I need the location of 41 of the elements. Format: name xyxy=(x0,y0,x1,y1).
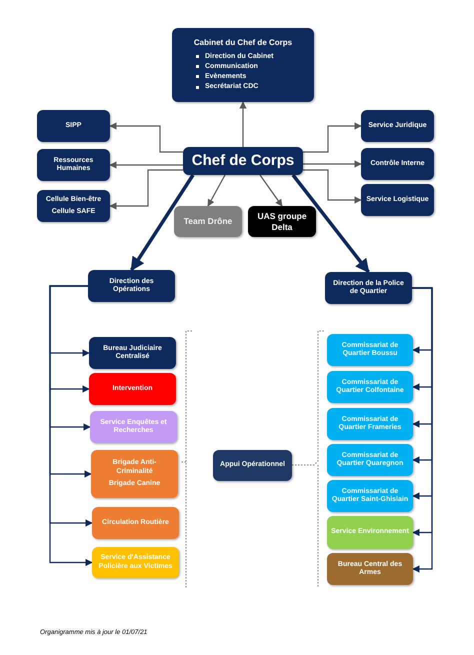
org-box xyxy=(327,408,413,440)
org-box xyxy=(172,28,314,102)
org-box xyxy=(327,480,413,512)
org-box xyxy=(90,411,177,443)
box-label: Chef de Corps xyxy=(192,152,294,170)
org-box xyxy=(174,206,242,237)
org-box xyxy=(361,184,434,216)
org-box xyxy=(361,148,434,180)
org-box xyxy=(37,110,110,142)
org-box xyxy=(92,547,179,578)
arrow xyxy=(109,122,183,153)
org-box xyxy=(88,270,175,302)
org-box xyxy=(361,110,434,142)
org-box xyxy=(92,507,179,539)
arrow xyxy=(292,174,370,274)
box-label: Team Drône xyxy=(184,216,232,227)
arrow xyxy=(130,174,194,272)
arrow xyxy=(303,160,362,168)
org-box xyxy=(327,553,413,585)
arrow xyxy=(239,101,247,147)
org-box xyxy=(325,272,412,304)
arrow xyxy=(109,161,183,169)
arrow xyxy=(207,174,226,207)
org-box xyxy=(248,206,316,237)
org-box xyxy=(213,450,292,481)
head-box xyxy=(183,147,303,175)
arrow xyxy=(109,169,183,210)
org-box xyxy=(37,149,110,181)
box-label: UAS groupe Delta xyxy=(256,211,308,232)
org-box xyxy=(89,373,176,405)
org-box xyxy=(327,371,413,403)
org-box xyxy=(37,190,110,222)
org-box xyxy=(327,444,413,476)
org-box xyxy=(91,450,178,498)
org-box xyxy=(327,516,413,549)
org-box xyxy=(327,334,413,366)
arrow xyxy=(303,169,362,204)
org-box xyxy=(89,337,176,369)
arrow xyxy=(260,174,282,207)
arrow xyxy=(303,122,362,153)
box-heading: Cabinet du Chef de Corps xyxy=(194,38,292,48)
